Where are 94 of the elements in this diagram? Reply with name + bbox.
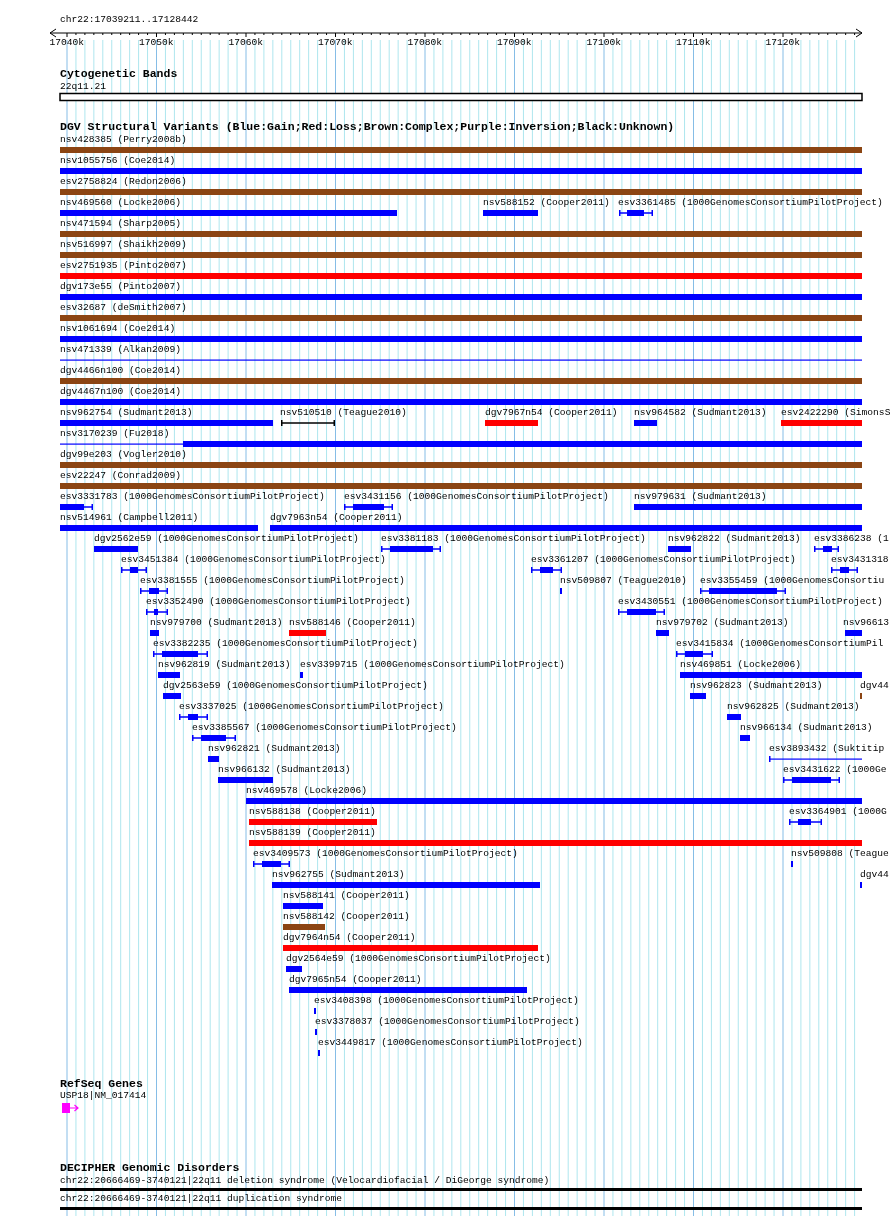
variant-label: esv3381555 (1000GenomesConsortiumPilotProject) — [140, 576, 405, 586]
variant-label: esv3361485 (1000GenomesConsortiumPilotProject) — [618, 198, 883, 208]
variant-label: esv3409573 (1000GenomesConsortiumPilotProject) — [253, 849, 518, 859]
variant-label: esv3431156 (1000GenomesConsortiumPilotProject) — [344, 492, 609, 502]
variant-label: esv22247 (Conrad2009) — [60, 471, 181, 481]
variant-label: nsv588142 (Cooper2011) — [283, 912, 410, 922]
variant-label: dgv99e203 (Vogler2010) — [60, 450, 187, 460]
variant-label: esv3430551 (1000GenomesConsortiumPilotProject) — [618, 597, 883, 607]
variant-label: nsv588139 (Cooper2011) — [249, 828, 376, 838]
variant-label: nsv588152 (Cooper2011) — [483, 198, 610, 208]
variant-label: esv3352490 (1000GenomesConsortiumPilotProject) — [146, 597, 411, 607]
variant-label: nsv966134 (Sudmant2013) — [740, 723, 873, 733]
variant-label: nsv962755 (Sudmant2013) — [272, 870, 405, 880]
variant-label: nsv471339 (Alkan2009) — [60, 345, 181, 355]
variant-label: esv3431622 (1000Ge — [783, 765, 887, 775]
variant-label: dgv173e55 (Pinto2007) — [60, 282, 181, 292]
band-label: 22q11.21 — [60, 82, 107, 92]
variant-label: nsv962754 (Sudmant2013) — [60, 408, 193, 418]
variant-label: esv3431318 — [831, 555, 889, 565]
tick-label: 17080k — [407, 38, 443, 48]
variant-label: nsv1055756 (Coe2014) — [60, 156, 176, 166]
tick-label: 17090k — [497, 38, 532, 48]
variant-label: dgv4467n100 (Coe2014) — [60, 387, 181, 397]
variant-label: nsv510510 (Teague2010) — [280, 408, 407, 418]
variant-label: nsv979631 (Sudmant2013) — [634, 492, 767, 502]
variant-label: esv2758824 (Redon2006) — [60, 177, 187, 187]
variant-label: dgv2564e59 (1000GenomesConsortiumPilotProject) — [286, 954, 551, 964]
variant-label: esv3386238 (1 — [814, 534, 889, 544]
variant-label: esv3451384 (1000GenomesConsortiumPilotProject) — [121, 555, 386, 565]
tick-label: 17050k — [139, 38, 174, 48]
variant-label: dgv2562e59 (1000GenomesConsortiumPilotProject) — [94, 534, 359, 544]
variant-label: esv3331783 (1000GenomesConsortiumPilotProject) — [60, 492, 325, 502]
variant-label: esv3364901 (1000G — [789, 807, 887, 817]
variant-label: esv2751935 (Pinto2007) — [60, 261, 187, 271]
tick-label: 17110k — [676, 38, 711, 48]
tick-label: 17120k — [765, 38, 801, 48]
variant-label: nsv588138 (Cooper2011) — [249, 807, 376, 817]
variant-label: dgv44 — [860, 870, 889, 880]
variant-label: nsv966132 (Sudmant2013) — [218, 765, 351, 775]
variant-label: esv3415834 (1000GenomesConsortiumPil — [676, 639, 884, 649]
disorder-label: chr22:20666469-3740121|22q11 duplication syndrome — [60, 1194, 343, 1204]
variant-label: nsv962821 (Sudmant2013) — [208, 744, 341, 754]
variant-label: dgv7965n54 (Cooper2011) — [289, 975, 422, 985]
variant-label: nsv3170239 (Fu2018) — [60, 429, 170, 439]
variant-label: esv3893432 (Suktitip — [769, 744, 885, 754]
variant-label: nsv469578 (Locke2006) — [246, 786, 367, 796]
tick-label: 17040k — [49, 38, 85, 48]
disorder-label: chr22:20666469-3740121|22q11 deletion syndrome (Velocardiofacial / DiGeorge syndrome) — [60, 1176, 550, 1186]
variant-label: esv3381183 (1000GenomesConsortiumPilotProject) — [381, 534, 646, 544]
track-title: Cytogenetic Bands — [60, 68, 178, 80]
variant-label: esv2422290 (SimonsS — [781, 408, 890, 418]
track-title: DGV Structural Variants (Blue:Gain;Red:Loss;Brown:Complex;Purple:Inversion;Black:Unknown) — [60, 121, 675, 133]
variant-label: esv32687 (deSmith2007) — [60, 303, 187, 313]
variant-label: nsv588146 (Cooper2011) — [289, 618, 416, 628]
variant-label: dgv7964n54 (Cooper2011) — [283, 933, 416, 943]
variant-label: nsv962825 (Sudmant2013) — [727, 702, 860, 712]
gene-label: USP18|NM_017414 — [60, 1091, 147, 1101]
track-title: RefSeq Genes — [60, 1078, 143, 1090]
variant-label: esv3361207 (1000GenomesConsortiumPilotProject) — [531, 555, 796, 565]
variant-label: dgv4466n100 (Coe2014) — [60, 366, 181, 376]
variant-label: nsv962823 (Sudmant2013) — [690, 681, 823, 691]
tick-label: 17060k — [228, 38, 264, 48]
variant-label: dgv44 — [860, 681, 889, 691]
variant-label: esv3399715 (1000GenomesConsortiumPilotProject) — [300, 660, 565, 670]
variant-label: nsv962822 (Sudmant2013) — [668, 534, 801, 544]
variant-label: nsv469851 (Locke2006) — [680, 660, 801, 670]
variant-label: nsv979702 (Sudmant2013) — [656, 618, 789, 628]
variant-label: nsv962819 (Sudmant2013) — [158, 660, 291, 670]
variant-label: esv3337025 (1000GenomesConsortiumPilotProject) — [179, 702, 444, 712]
variant-label: esv3355459 (1000GenomesConsortiu — [700, 576, 885, 586]
variant-label: nsv96613 — [843, 618, 890, 628]
variant-label: esv3385567 (1000GenomesConsortiumPilotProject) — [192, 723, 457, 733]
variant-label: nsv979700 (Sudmant2013) — [150, 618, 283, 628]
variant-label: dgv7963n54 (Cooper2011) — [270, 513, 403, 523]
variant-label: dgv2563e59 (1000GenomesConsortiumPilotProject) — [163, 681, 428, 691]
tick-label: 17070k — [318, 38, 353, 48]
variant-label: nsv514961 (Campbell2011) — [60, 513, 199, 523]
tick-label: 17100k — [586, 38, 622, 48]
variant-label: esv3378037 (1000GenomesConsortiumPilotProject) — [315, 1017, 580, 1027]
variant-label: nsv1061694 (Coe2014) — [60, 324, 176, 334]
variant-label: nsv964582 (Sudmant2013) — [634, 408, 767, 418]
variant-label: esv3449817 (1000GenomesConsortiumPilotProject) — [318, 1038, 583, 1048]
variant-label: nsv471594 (Sharp2005) — [60, 219, 181, 229]
track-title: DECIPHER Genomic Disorders — [60, 1162, 240, 1174]
variant-label: nsv588141 (Cooper2011) — [283, 891, 410, 901]
variant-label: nsv469560 (Locke2006) — [60, 198, 181, 208]
variant-label: nsv428385 (Perry2008b) — [60, 135, 187, 145]
variant-label: dgv7967n54 (Cooper2011) — [485, 408, 618, 418]
coordinate-range-label: chr22:17039211..17128442 — [60, 15, 199, 25]
variant-label: nsv509807 (Teague2010) — [560, 576, 687, 586]
variant-label: nsv509808 (Teague — [791, 849, 889, 859]
variant-label: esv3382235 (1000GenomesConsortiumPilotProject) — [153, 639, 418, 649]
variant-label: nsv516997 (Shaikh2009) — [60, 240, 187, 250]
variant-label: esv3408398 (1000GenomesConsortiumPilotProject) — [314, 996, 579, 1006]
